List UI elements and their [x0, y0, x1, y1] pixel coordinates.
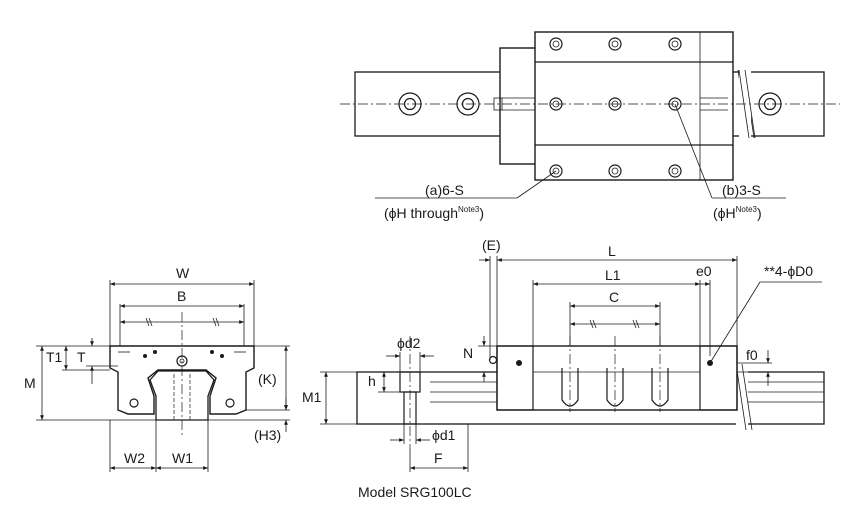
dim-H3: (H3): [254, 427, 281, 443]
block-top-body: [534, 31, 734, 181]
dim-D0: **4-ϕD0: [764, 263, 813, 279]
top-view: (a)6-S (ϕH throughNote3) (b)3-S (ϕHNote3…: [340, 31, 840, 221]
block-hole-a: [668, 37, 682, 51]
dim-C: C: [609, 289, 619, 305]
block-hole-a: [608, 37, 622, 51]
block-hole-b: [549, 97, 563, 111]
dim-B: B: [177, 288, 186, 304]
block-hole-a: [608, 164, 622, 178]
block-end-profile: [109, 345, 255, 415]
rail-hole: [758, 92, 782, 116]
block-bolt: [651, 336, 669, 412]
dim-W: W: [176, 265, 190, 281]
dim-e0: e0: [696, 263, 712, 279]
dim-L: L: [608, 243, 616, 259]
callout-a-label: (a)6-S: [425, 182, 464, 198]
dim-F: F: [434, 450, 443, 466]
block-hole-b: [608, 97, 622, 111]
model-caption: Model SRG100LC: [358, 484, 472, 500]
dim-K: (K): [258, 371, 277, 387]
rail-hole: [456, 92, 480, 116]
dim-d2: ϕd2: [397, 335, 421, 351]
callout-b-label: (b)3-S: [722, 182, 761, 198]
side-view: L (E) L1 e0 C **4-ϕD0 f0: [302, 237, 825, 472]
dim-M: M: [24, 375, 36, 391]
block-hole-b: [668, 97, 682, 111]
dim-E: (E): [482, 237, 501, 253]
dim-d1: ϕd1: [432, 427, 456, 443]
dim-h: h: [368, 373, 376, 389]
rail-hole: [398, 92, 422, 116]
dim-W1: W1: [172, 450, 193, 466]
block-bolt: [561, 336, 579, 412]
dim-T1: T1: [46, 349, 63, 365]
block-hole-a: [549, 37, 563, 51]
rail-end-profile: [149, 370, 215, 421]
end-view: W B M T1 T (K) (H3): [24, 265, 290, 472]
dim-N: N: [463, 345, 473, 361]
dim-T: T: [77, 349, 86, 365]
block-hole-a: [549, 164, 563, 178]
callout-a-sub: (ϕH throughNote3): [384, 205, 484, 221]
dim-f0: f0: [746, 347, 758, 363]
dim-M1: M1: [302, 389, 322, 405]
block-hole-a: [668, 164, 682, 178]
dim-L1: L1: [605, 267, 621, 283]
block-bolt: [606, 336, 624, 412]
dim-W2: W2: [124, 450, 145, 466]
callout-b-sub: (ϕHNote3): [713, 205, 762, 221]
